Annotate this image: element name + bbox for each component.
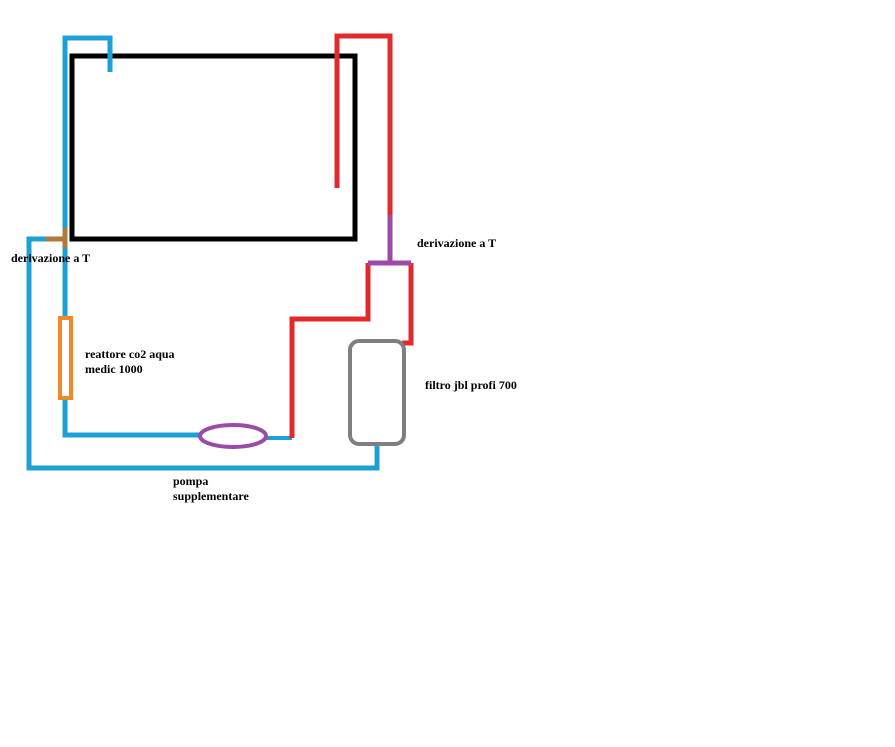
canister-filter [348, 339, 406, 446]
hot-pipe-filter-return [402, 263, 414, 346]
pump-label-line1: pompa [173, 474, 208, 488]
cold-pipe-bypass [26, 236, 380, 471]
co2-reactor [58, 316, 73, 400]
tee-left-label: derivazione a T [11, 251, 90, 265]
reactor-label-line2: medic 1000 [85, 362, 143, 376]
aquarium-tank [69, 53, 358, 242]
hot-pipe-to-tank [334, 33, 393, 216]
filter-label: filtro jbl profi 700 [425, 378, 517, 392]
supplementary-pump [198, 423, 268, 449]
cold-pipe-intake [62, 35, 200, 438]
hot-pipe-pump-return [289, 263, 371, 438]
reactor-label-line1: reattore co2 aqua [85, 347, 175, 361]
tee-right-label: derivazione a T [417, 236, 496, 250]
pump-label-line2: supplementare [173, 489, 249, 503]
